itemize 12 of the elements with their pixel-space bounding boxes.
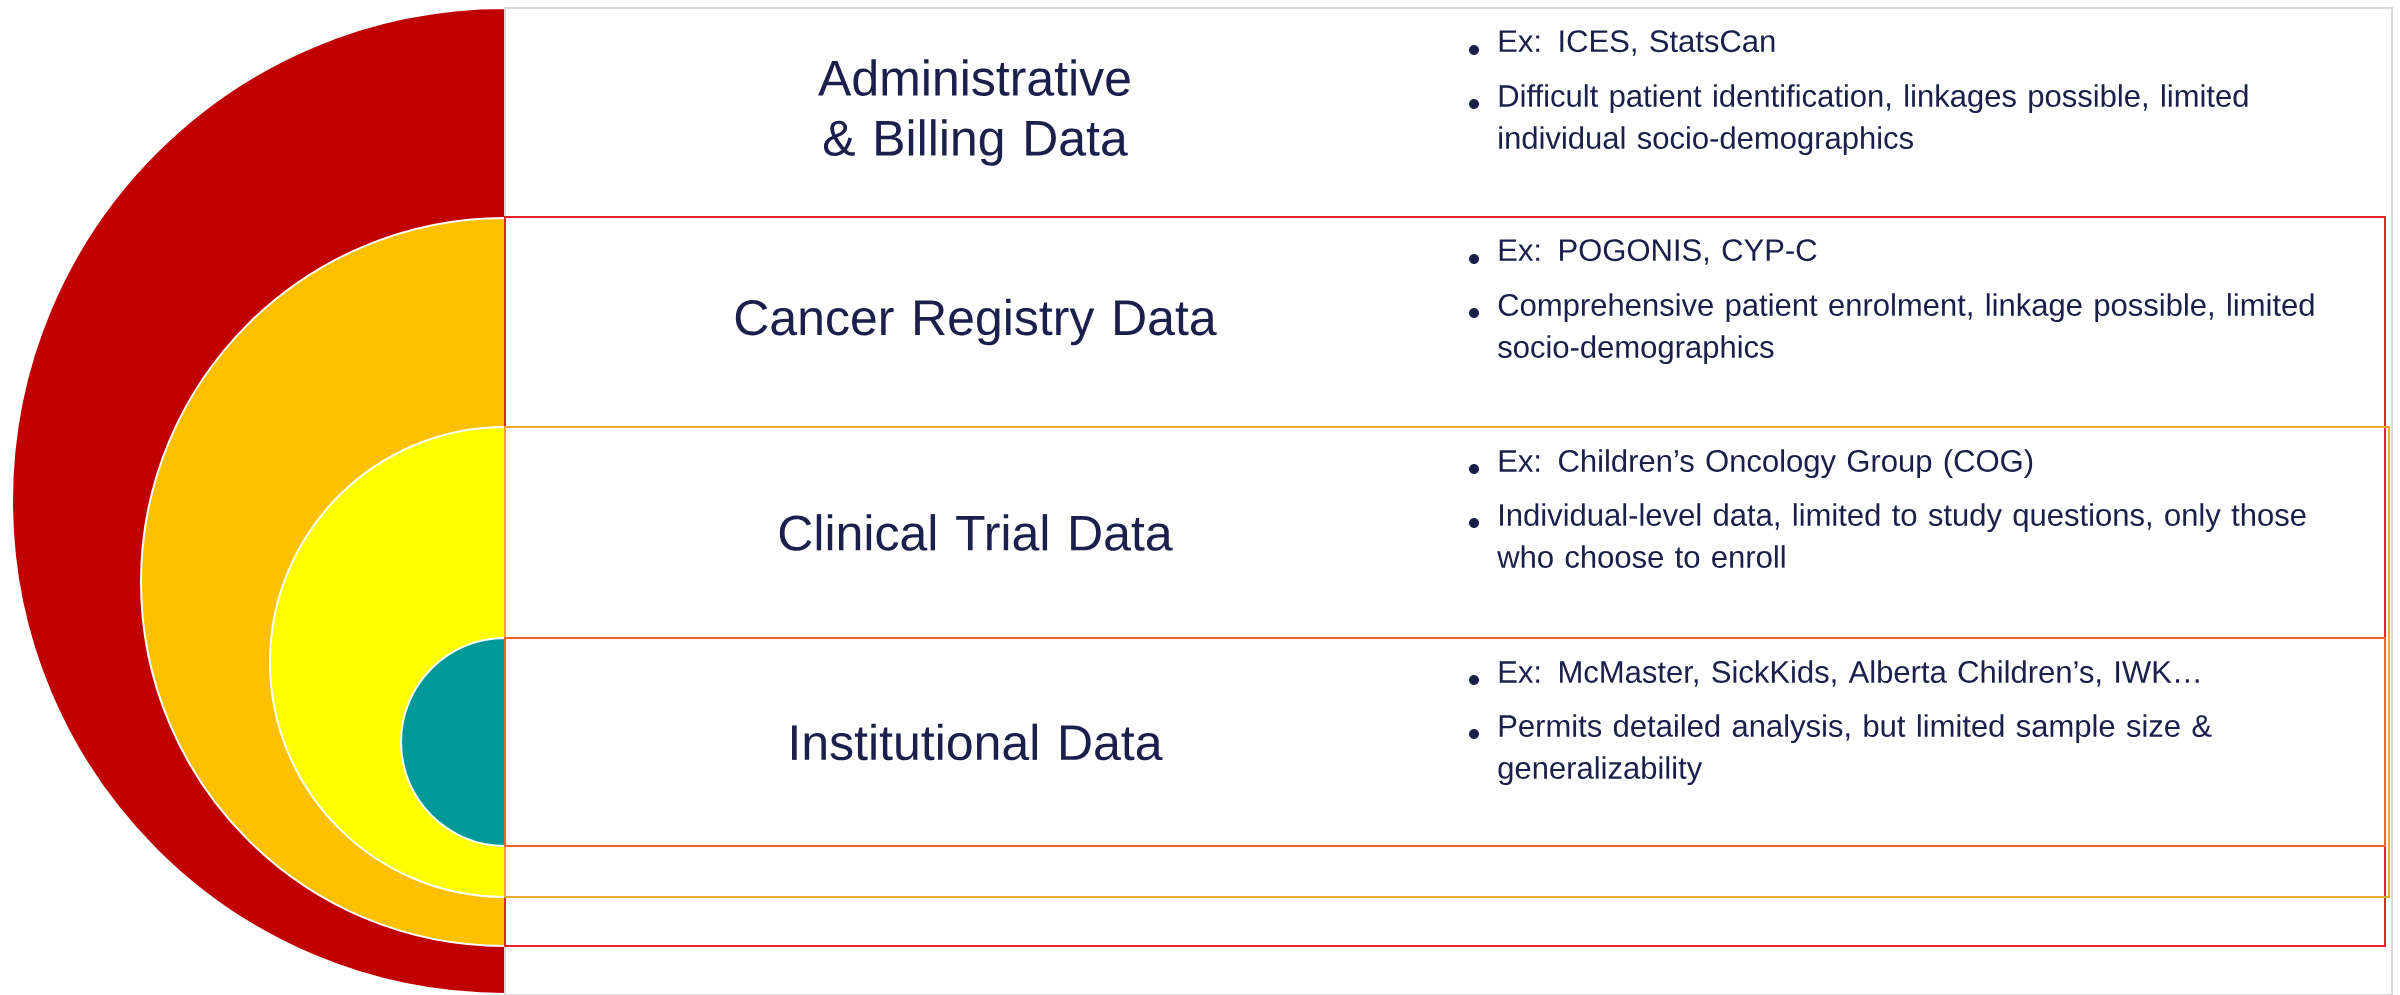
bullet-text: Ex: Children’s Oncology Group (COG) bbox=[1499, 449, 2033, 479]
bullet-text: Ex: POGONIS, CYP-C bbox=[1499, 239, 1817, 265]
row-title: Administrative & Billing Data bbox=[818, 59, 1130, 166]
row-title: Clinical Trial Data bbox=[779, 514, 1173, 551]
bullet-text: Difficult patient identification, linkages possible, limited individual socio-demographics bbox=[1499, 84, 2248, 156]
row-title: Cancer Registry Data bbox=[735, 298, 1217, 346]
bullet-text: Individual-level data, limited to study questions, only those who choose to enroll bbox=[1497, 503, 2306, 568]
bullet-text: Ex: ICES, StatsCan bbox=[1499, 30, 1775, 56]
bullet-text: Permits detailed analysis, but limited sample size & generalizability bbox=[1498, 714, 2212, 786]
bullet-text: Comprehensive patient enrolment, linkage possible, limited socio-demographics bbox=[1498, 293, 2314, 365]
row-title: Institutional Data bbox=[792, 723, 1163, 761]
bullet-text: Ex: McMaster, SickKids, Alberta Children’s, IWK… bbox=[1499, 660, 2199, 687]
